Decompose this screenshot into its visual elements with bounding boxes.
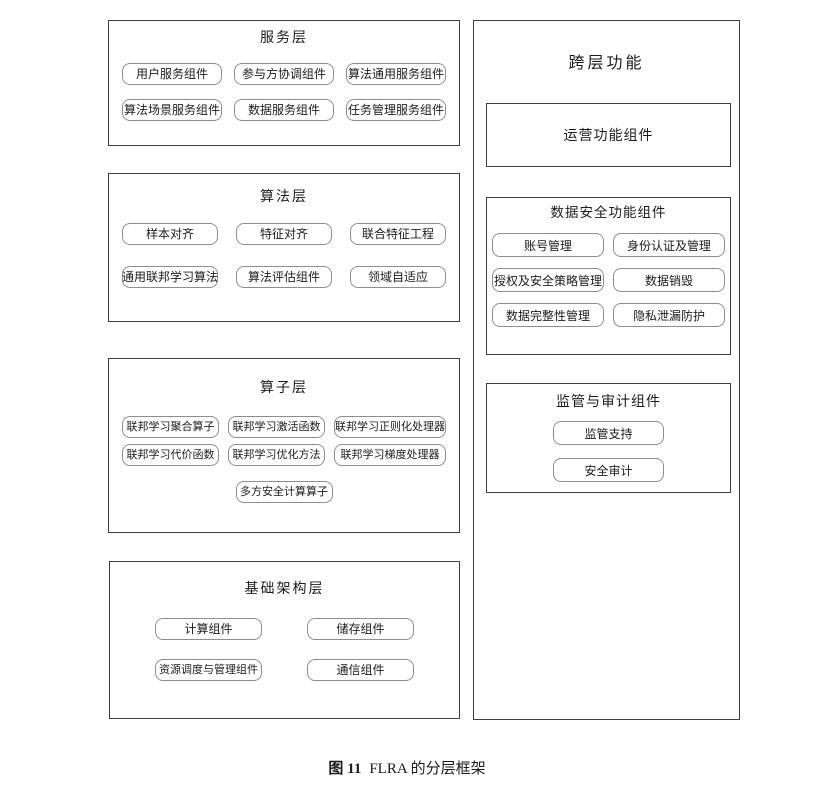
layer-box-service-layer: 服务层 用户服务组件 参与方协调组件 算法通用服务组件 算法场景服务组件 数据服… bbox=[108, 20, 460, 146]
component-row: 样本对齐 特征对齐 联合特征工程 bbox=[109, 223, 459, 245]
component-box: 通信组件 bbox=[307, 659, 414, 681]
figure-caption: 图 11 FLRA 的分层框架 bbox=[0, 757, 814, 778]
component-box: 联邦学习激活函数 bbox=[228, 416, 325, 438]
component-box: 通用联邦学习算法 bbox=[122, 266, 218, 288]
component-row: 授权及安全策略管理 数据销毁 bbox=[487, 268, 730, 292]
figure-title: FLRA 的分层框架 bbox=[369, 761, 486, 777]
component-box: 特征对齐 bbox=[236, 223, 332, 245]
component-box: 联合特征工程 bbox=[350, 223, 446, 245]
component-box: 储存组件 bbox=[307, 618, 414, 640]
component-box: 任务管理服务组件 bbox=[346, 99, 446, 121]
component-box: 联邦学习聚合算子 bbox=[122, 416, 219, 438]
layer-box-operator-layer: 算子层 联邦学习聚合算子 联邦学习激活函数 联邦学习正则化处理器 联邦学习代价函… bbox=[108, 358, 460, 533]
figure-label: 图 11 bbox=[328, 761, 362, 777]
layer-box-algorithm-layer: 算法层 样本对齐 特征对齐 联合特征工程 通用联邦学习算法 算法评估组件 领域自… bbox=[108, 173, 460, 322]
component-row: 计算组件 储存组件 bbox=[110, 618, 459, 640]
component-box: 算法评估组件 bbox=[236, 266, 332, 288]
component-row: 数据完整性管理 隐私泄漏防护 bbox=[487, 303, 730, 327]
data-security-title: 数据安全功能组件 bbox=[550, 205, 667, 220]
data-security-box: 数据安全功能组件 账号管理 身份认证及管理 授权及安全策略管理 数据销毁 数据完… bbox=[486, 197, 731, 355]
component-row: 联邦学习代价函数 联邦学习优化方法 联邦学习梯度处理器 bbox=[109, 444, 459, 466]
layer-title-service: 服务层 bbox=[260, 31, 308, 46]
component-box: 参与方协调组件 bbox=[234, 63, 334, 85]
layer-title-infrastructure: 基础架构层 bbox=[244, 582, 325, 597]
layer-title-algorithm: 算法层 bbox=[260, 190, 308, 205]
component-box: 算法通用服务组件 bbox=[346, 63, 446, 85]
component-row: 联邦学习聚合算子 联邦学习激活函数 联邦学习正则化处理器 bbox=[109, 416, 459, 438]
layer-box-infrastructure-layer: 基础架构层 计算组件 储存组件 资源调度与管理组件 通信组件 bbox=[109, 561, 460, 719]
layer-title-operator: 算子层 bbox=[260, 381, 308, 396]
component-box: 用户服务组件 bbox=[122, 63, 222, 85]
component-box: 授权及安全策略管理 bbox=[492, 268, 604, 292]
component-box: 多方安全计算算子 bbox=[235, 481, 333, 503]
component-box: 账号管理 bbox=[492, 233, 604, 257]
component-box: 数据销毁 bbox=[613, 268, 725, 292]
panel-title-cross-layer: 跨层功能 bbox=[568, 55, 645, 72]
component-box: 资源调度与管理组件 bbox=[155, 659, 262, 681]
component-row: 账号管理 身份认证及管理 bbox=[487, 233, 730, 257]
cross-layer-panel: 跨层功能 运营功能组件 数据安全功能组件 账号管理 身份认证及管理 授权及安全策… bbox=[473, 20, 740, 720]
component-box: 联邦学习梯度处理器 bbox=[334, 444, 446, 466]
component-box: 样本对齐 bbox=[122, 223, 218, 245]
component-row: 用户服务组件 参与方协调组件 算法通用服务组件 bbox=[109, 63, 459, 85]
component-row: 多方安全计算算子 bbox=[109, 481, 459, 503]
audit-box: 监管与审计组件 监管支持 安全审计 bbox=[486, 383, 731, 493]
component-box: 计算组件 bbox=[155, 618, 262, 640]
component-box: 数据完整性管理 bbox=[492, 303, 604, 327]
component-box: 领域自适应 bbox=[350, 266, 446, 288]
component-box: 隐私泄漏防护 bbox=[613, 303, 725, 327]
component-box: 安全审计 bbox=[553, 458, 664, 482]
component-box: 身份认证及管理 bbox=[613, 233, 725, 257]
component-box: 数据服务组件 bbox=[234, 99, 334, 121]
operations-component-box: 运营功能组件 bbox=[486, 103, 731, 167]
audit-title: 监管与审计组件 bbox=[556, 395, 661, 410]
component-row: 通用联邦学习算法 算法评估组件 领域自适应 bbox=[109, 266, 459, 288]
component-row: 资源调度与管理组件 通信组件 bbox=[110, 659, 459, 681]
component-box: 联邦学习优化方法 bbox=[228, 444, 325, 466]
component-box: 监管支持 bbox=[553, 421, 664, 445]
component-box: 联邦学习正则化处理器 bbox=[334, 416, 446, 438]
component-box: 算法场景服务组件 bbox=[122, 99, 222, 121]
component-box: 联邦学习代价函数 bbox=[122, 444, 219, 466]
component-row: 算法场景服务组件 数据服务组件 任务管理服务组件 bbox=[109, 99, 459, 121]
